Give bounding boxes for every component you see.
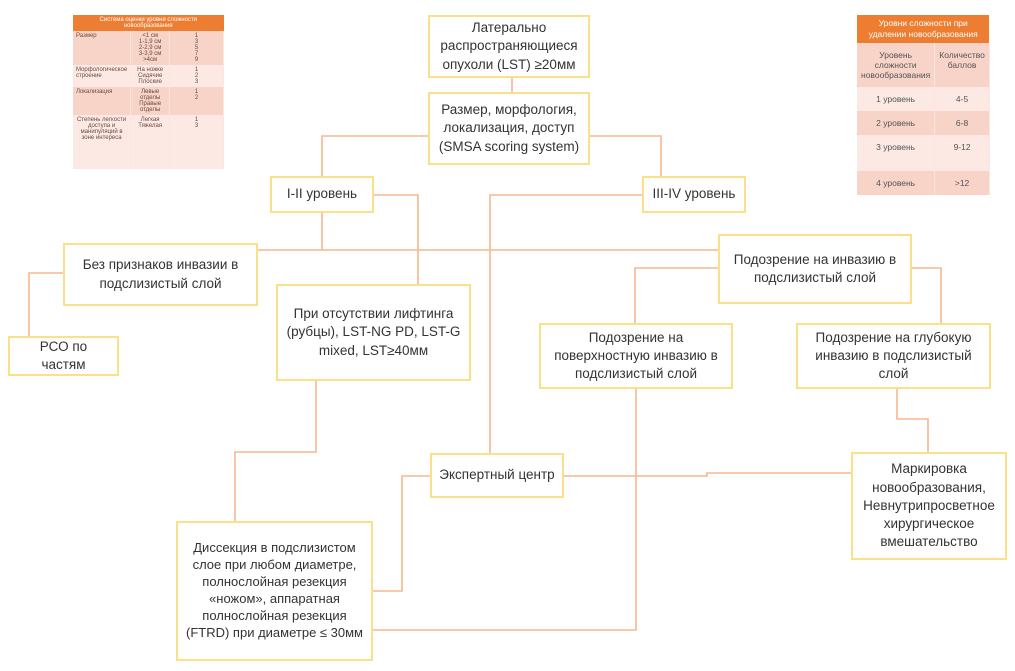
criterion-cell: Морфологическое строение (73, 65, 132, 87)
node-expert-label: Экспертный центр (439, 467, 555, 483)
level-cell: 3 уровень (857, 135, 936, 172)
node-superficial-invasion: Подозрение на поверхностную инвазию в по… (539, 323, 733, 389)
points-cell: 1 2 3 (169, 65, 224, 87)
options-cell: Левые отделы Правые отделы (130, 87, 171, 115)
node-rso-piecemeal: РСО по частям (8, 336, 119, 376)
connector-level34-expert (489, 194, 643, 453)
node-level-1-2-label: I-II уровень (286, 186, 358, 202)
node-smsa-label: Размер, морфология, локализация, доступ … (438, 102, 580, 154)
levels-header-points: Количество баллов (934, 43, 990, 88)
node-marking-label: Маркировка новообразования, Невнутрипрос… (863, 461, 995, 550)
node-level-3-4-label: III-IV уровень (652, 186, 736, 202)
points-cell: 1 2 (169, 87, 224, 115)
level-points-cell: 4-5 (934, 87, 990, 112)
level-cell: 1 уровень (857, 87, 936, 112)
node-no-invasion-label: Без признаков инвазии в подслизистый сло… (82, 257, 239, 291)
connector-dissection-superficial (372, 389, 637, 631)
options-cell: На ножке Сидячие Плоские (130, 65, 171, 87)
level-points-cell: 9-12 (934, 135, 990, 172)
connector-noinv-rso (28, 272, 63, 336)
connector-expert-marking (563, 472, 851, 477)
node-suspect-invasion: Подозрение на инвазию в подслизистый сло… (718, 234, 912, 304)
levels-table: Уровни сложности при удалении новообразо… (857, 15, 990, 196)
node-lst-label: Латерально распространяющиеся опухоли (L… (440, 20, 578, 72)
connector-deep-marking (896, 389, 929, 452)
node-expert-center: Экспертный центр (430, 453, 564, 498)
levels-table-title: Уровни сложности при удалении новообразо… (857, 15, 990, 44)
node-no-lifting-label: При отсутствии лифтинга (рубцы), LST-NG … (286, 306, 461, 358)
connector-smsa-level12 (321, 135, 428, 176)
connector-smsa-level34 (589, 135, 662, 176)
criterion-cell: Степень легкости доступа и манипуляций в… (73, 115, 132, 169)
node-level-1-2: I-II уровень (270, 176, 374, 213)
node-deep-label: Подозрение на глубокую инвазию в подслиз… (815, 329, 972, 382)
node-deep-invasion: Подозрение на глубокую инвазию в подслиз… (796, 323, 991, 389)
node-dissection: Диссекция в подслизистом слое при любом … (176, 521, 373, 661)
criterion-cell: Размер (73, 31, 132, 65)
level-cell: 4 уровень (857, 171, 936, 196)
node-level-3-4: III-IV уровень (642, 176, 746, 213)
node-dissection-label: Диссекция в подслизистом слое при любом … (186, 540, 363, 640)
connector-nolifting-dissection (234, 380, 317, 521)
points-cell: 1 3 5 7 9 (169, 31, 224, 65)
scoring-table: Система оценки уровня сложности новообра… (73, 15, 224, 169)
level-cell: 2 уровень (857, 111, 936, 136)
level-points-cell: >12 (934, 171, 990, 196)
node-marking-surgery: Маркировка новообразования, Невнутрипрос… (851, 452, 1007, 560)
node-no-lifting: При отсутствии лифтинга (рубцы), LST-NG … (276, 284, 471, 381)
points-cell: 1 3 (169, 115, 224, 169)
connector-level12-nolifting (374, 194, 419, 284)
connector-dissection-expert (372, 475, 430, 592)
criterion-cell: Локализация (73, 87, 132, 115)
levels-header-level: Уровень сложности новообразования (857, 43, 936, 88)
node-no-invasion: Без признаков инвазии в подслизистый сло… (63, 243, 258, 306)
node-smsa-scoring: Размер, морфология, локализация, доступ … (428, 92, 590, 165)
level-points-cell: 6-8 (934, 111, 990, 136)
node-rso-label: РСО по частям (39, 338, 88, 372)
connector-suspect-deep (912, 267, 942, 323)
options-cell: Легкая Тяжелая (130, 115, 171, 169)
connector-suspect-superficial (634, 267, 718, 323)
node-superficial-label: Подозрение на поверхностную инвазию в по… (554, 329, 718, 382)
scoring-table-title: Система оценки уровня сложности новообра… (73, 15, 224, 31)
node-lst: Латерально распространяющиеся опухоли (L… (428, 15, 590, 78)
options-cell: <1 см 1-1,9 см 2-2,9 см 3-3,9 см >4см (130, 31, 171, 65)
node-suspect-invasion-label: Подозрение на инвазию в подслизистый сло… (733, 251, 897, 285)
